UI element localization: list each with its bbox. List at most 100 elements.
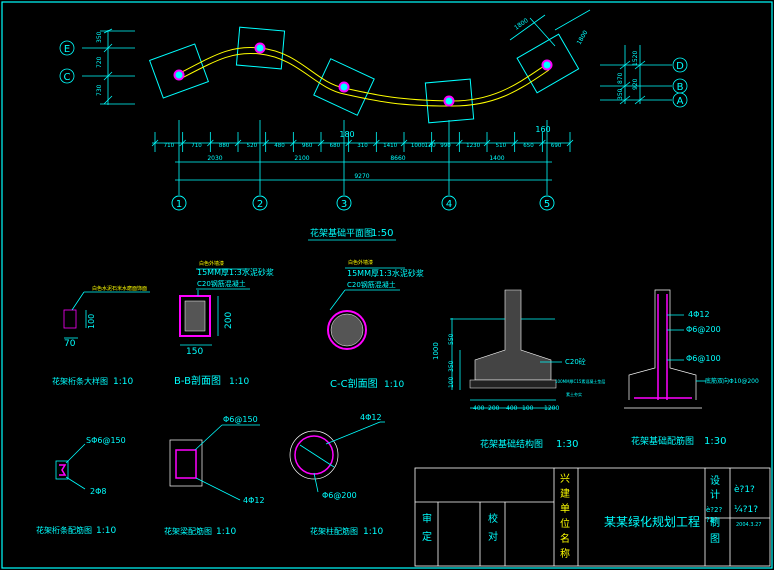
node-1 (173, 69, 185, 81)
axis-bubble-A (672, 92, 688, 108)
brb-scale: 1:10 (216, 527, 236, 537)
tb-vertical-1: 兴 (560, 473, 570, 485)
node-2 (254, 42, 266, 54)
title-block (414, 467, 771, 567)
dim1-value: 1230 (466, 143, 480, 149)
fs-b1: 400 (473, 405, 485, 412)
tb-design-2: 计 (710, 488, 720, 501)
axis-4: 4 (446, 199, 452, 210)
pad-1 (148, 43, 210, 99)
cc-title: C-C剖面图 (330, 377, 378, 390)
brb-note-1: Φ6@150 (223, 415, 258, 424)
purlin-note: 白色水泥石米水磨面饰面 (92, 285, 147, 292)
dim1-value: 1410 (383, 143, 397, 149)
dim2-3: 8660 (390, 155, 405, 162)
tb-date: 2004.3.27 (736, 522, 761, 528)
fs-b4: 100 (522, 405, 534, 412)
crb-note-1: 4Φ12 (360, 413, 382, 422)
tb-vertical-3: 单 (560, 503, 570, 515)
tick-marks (151, 132, 574, 152)
tb-check-1: 校 (488, 512, 498, 525)
fs-cushion: 100MM厚C15素混凝土垫层 (555, 378, 605, 384)
tb-project: 某某绿化规划工程 (604, 514, 700, 529)
fr-note-3: Φ6@100 (686, 354, 721, 363)
dim-extra-2: 160 (535, 125, 550, 134)
tb-garbled-2: ¼?1? (734, 505, 758, 515)
prb-scale: 1:10 (96, 526, 116, 536)
tb-vertical-6: 称 (560, 547, 570, 560)
tb-design-1: 设 (710, 475, 720, 487)
bb-scale: 1:10 (229, 377, 249, 387)
tb-vertical-2: 建 (560, 487, 570, 500)
tb-audit-2: 定 (422, 530, 432, 543)
dim1-value: 880 (219, 143, 230, 149)
left-dimensions (59, 28, 135, 105)
axis-D-label: D (676, 61, 684, 72)
plan-title: 花架基础平面图 (310, 227, 373, 239)
foundation-plan (148, 26, 580, 124)
top-dim-2: 1800 (576, 29, 590, 46)
dim1-value: 310 (357, 143, 368, 149)
dim2-2: 2100 (294, 155, 309, 162)
axis-bubble-E (59, 40, 75, 56)
right-dim-1: 350 (617, 88, 624, 100)
right-dimensions (600, 45, 688, 108)
bb-title: B-B剖面图 (174, 374, 221, 387)
axis-bubble-C (59, 68, 75, 84)
bb-section (179, 268, 250, 346)
tb-drawing-1: 制 (710, 516, 720, 529)
crb-scale: 1:10 (363, 527, 383, 537)
column-nodes (173, 42, 553, 107)
dim1-value: 710 (191, 143, 202, 149)
axis-2: 2 (257, 199, 263, 210)
tb-garbled-4: ?2? (706, 516, 718, 524)
foundation-structure (450, 289, 562, 409)
node-3 (338, 81, 350, 93)
bb-note-3: C20钢筋混凝土 (197, 279, 246, 288)
right-dim-2: 870 (617, 72, 624, 84)
bb-note-1: 白色外墙漆 (199, 260, 224, 267)
top-right-dimensions (509, 9, 591, 47)
prb-note-2: 2Φ8 (90, 487, 106, 496)
dim1-value: 650 (523, 143, 534, 149)
fr-scale: 1:30 (704, 436, 726, 447)
tb-audit-1: 审 (422, 512, 432, 525)
purlin-width: 70 (64, 339, 76, 349)
axis-3: 3 (341, 199, 347, 210)
fs-soil: 素土夯实 (566, 391, 582, 397)
pad-3 (313, 58, 375, 116)
tb-check-2: 对 (488, 530, 498, 543)
dim1-value: 510 (496, 143, 507, 149)
fs-dim-1000: 1000 (432, 342, 440, 360)
plan-scale: 1:50 (371, 228, 393, 239)
dim1-value: 990 (440, 143, 451, 149)
top-dim-1: 1800 (513, 17, 530, 32)
fs-dim-550: 550 (448, 333, 455, 345)
axis-1: 1 (176, 199, 182, 210)
tb-vertical-5: 名 (560, 532, 570, 545)
fs-b3: 400 (506, 405, 518, 412)
purlin-scale: 1:10 (113, 377, 133, 387)
bb-note-2: 15MM厚1:3水泥砂浆 (197, 267, 274, 277)
dim-extra-3: 120 (424, 142, 436, 149)
bb-height: 200 (224, 312, 234, 329)
pad-4 (424, 78, 475, 124)
brb-title: 花架梁配筋图 (164, 526, 212, 536)
fs-b2: 200 (488, 405, 500, 412)
cc-section (327, 267, 405, 350)
fs-b5: 1200 (544, 405, 559, 412)
dim2-4: 1400 (489, 155, 504, 162)
dim1-value: 680 (330, 143, 341, 149)
bb-width: 150 (186, 347, 203, 357)
right-dim-4: 1520 (632, 51, 639, 66)
axis-A-label: A (677, 96, 684, 107)
cc-note-1: 白色外墙漆 (348, 259, 373, 266)
dim1-value: 960 (302, 143, 313, 149)
fr-title: 花架基础配筋图 (631, 435, 694, 447)
fs-dim-350: 350 (448, 360, 455, 372)
node-4 (443, 95, 455, 107)
dim1-value: 1000 (411, 143, 425, 149)
tb-garbled-3: è?2? (706, 506, 722, 514)
